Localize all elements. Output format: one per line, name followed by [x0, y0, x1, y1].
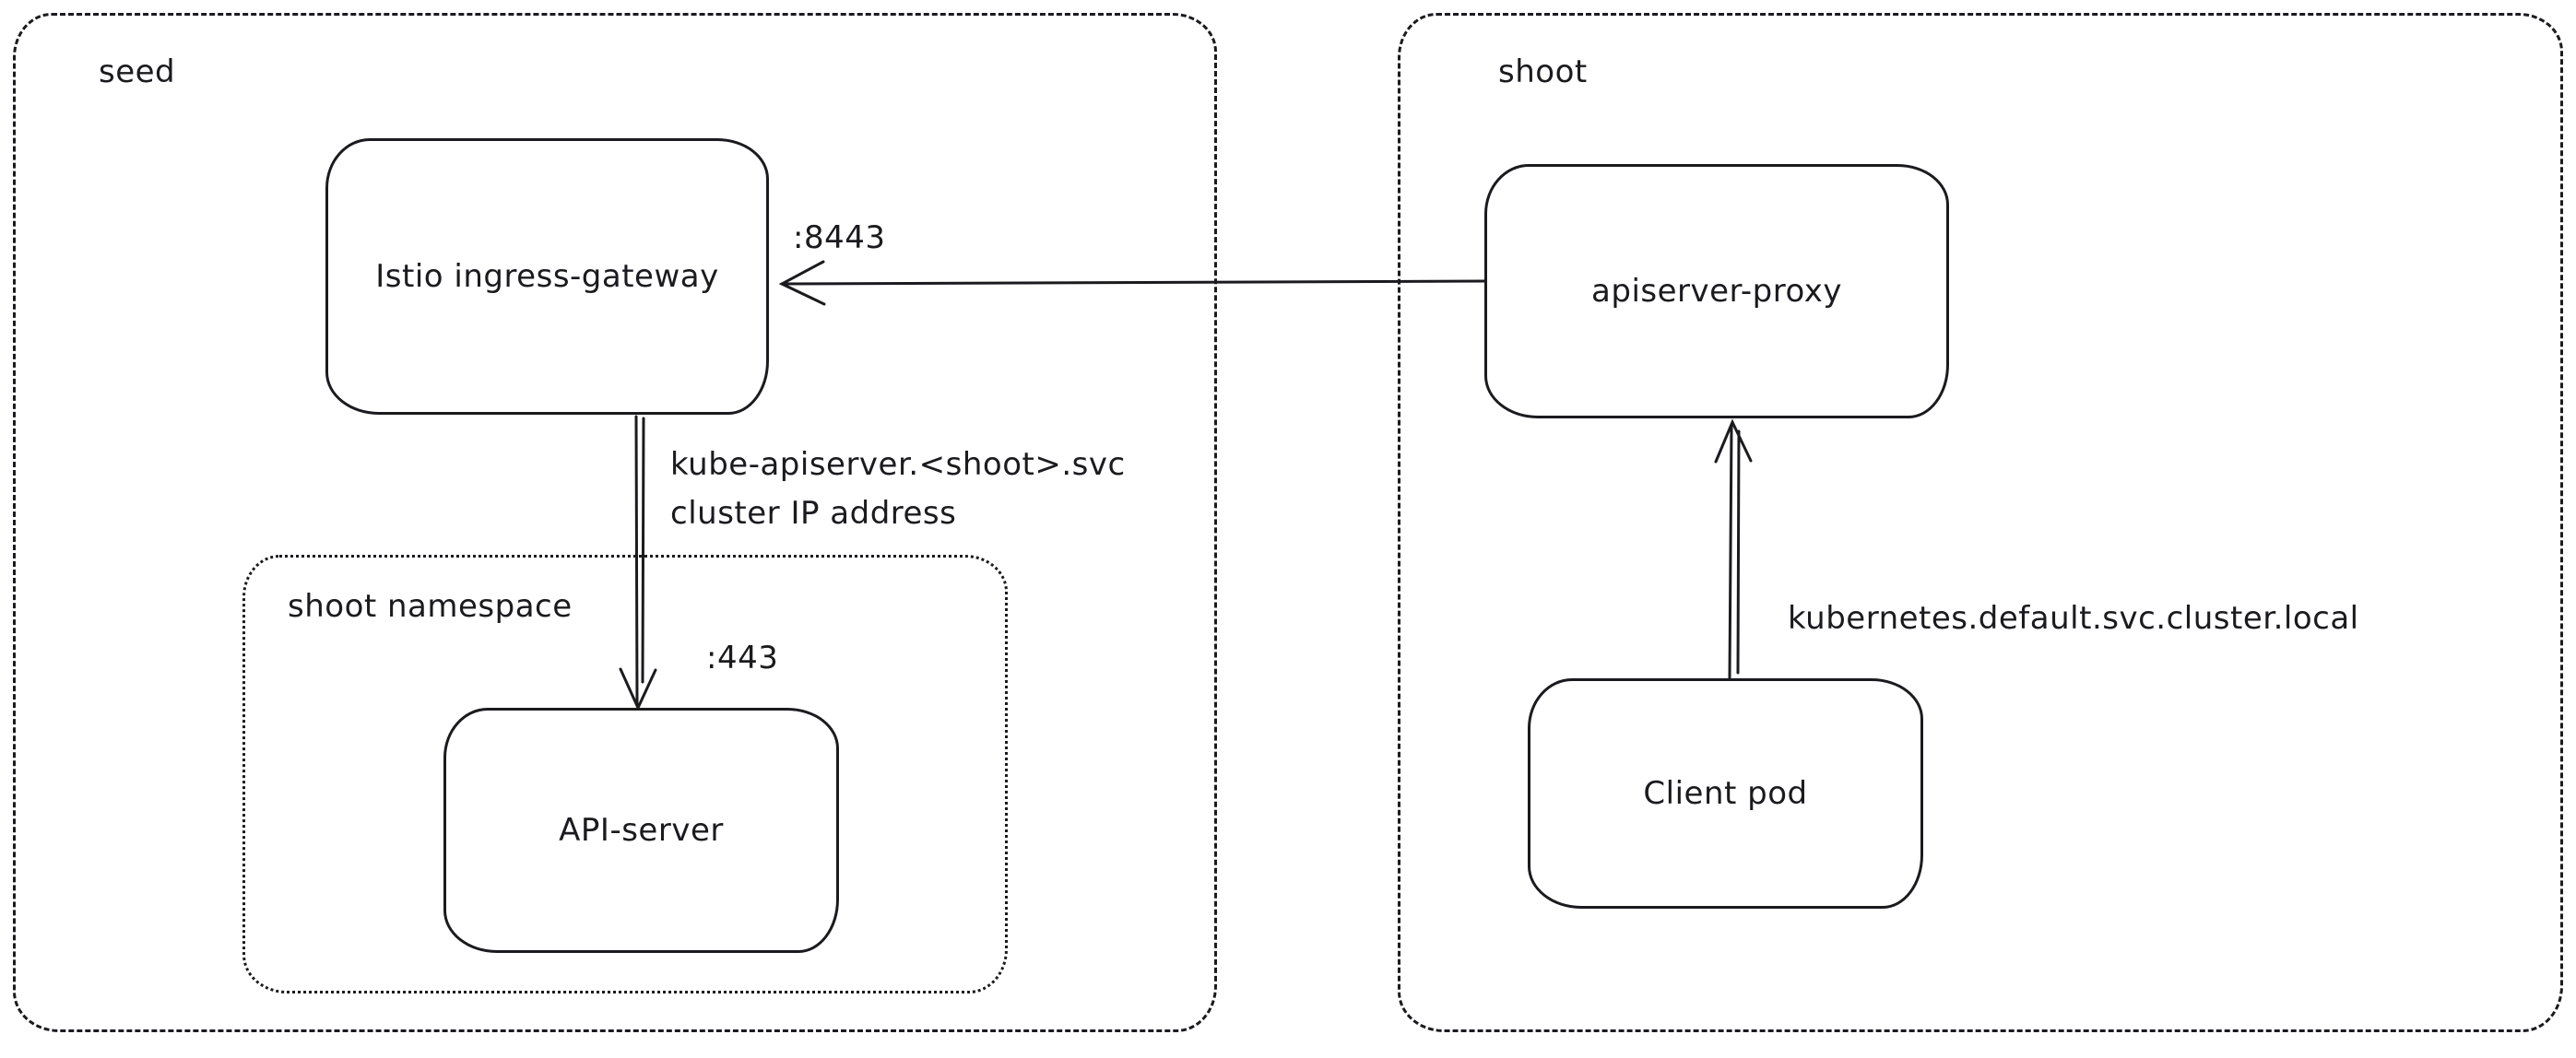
node-apiserver-proxy: apiserver-proxy: [1484, 164, 1949, 418]
node-api-server: API-server: [443, 708, 839, 953]
shoot-namespace-label: shoot namespace: [288, 588, 573, 625]
node-api-server-label: API-server: [559, 812, 724, 849]
shoot-container: [1398, 13, 2563, 1032]
node-istio-ingress-gateway-label: Istio ingress-gateway: [375, 258, 719, 295]
node-client-pod-label: Client pod: [1643, 775, 1808, 812]
node-apiserver-proxy-label: apiserver-proxy: [1591, 273, 1842, 310]
seed-container: [13, 13, 1217, 1032]
shoot-container-label: shoot: [1498, 53, 1588, 90]
node-istio-ingress-gateway: Istio ingress-gateway: [325, 138, 769, 415]
edge-label-kube-apiserver: kube-apiserver.<shoot>.svc cluster IP ad…: [670, 441, 1126, 537]
edge-label-port-8443: :8443: [793, 219, 886, 256]
edge-label-kube-apiserver-line1: kube-apiserver.<shoot>.svc: [670, 446, 1126, 483]
edge-label-port-443: :443: [706, 640, 779, 676]
seed-container-label: seed: [99, 53, 176, 90]
shoot-namespace-container: [242, 555, 1008, 993]
node-client-pod: Client pod: [1528, 678, 1923, 909]
edge-label-kube-apiserver-line2: cluster IP address: [670, 494, 957, 532]
edge-label-kubernetes-dns: kubernetes.default.svc.cluster.local: [1788, 600, 2359, 637]
